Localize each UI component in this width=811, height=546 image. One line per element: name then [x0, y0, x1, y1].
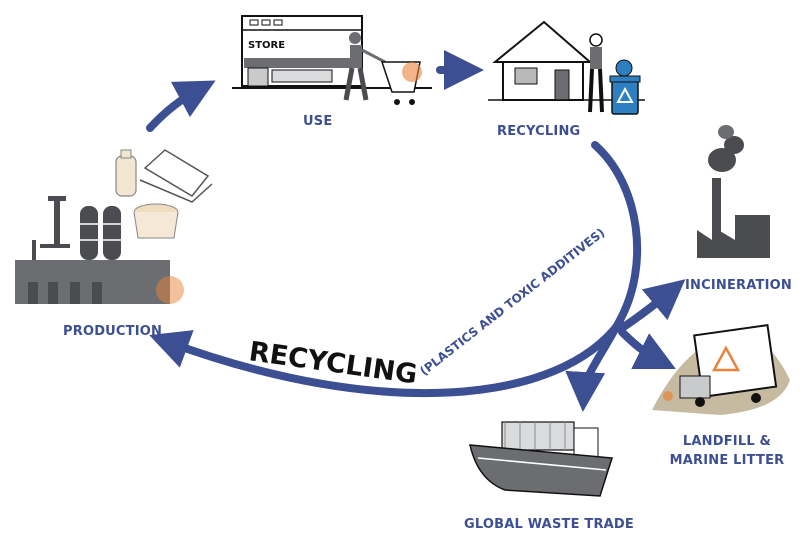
stage-label-global-waste-trade: GLOBAL WASTE TRADE [464, 517, 634, 532]
landfill-label-line2: MARINE LITTER [669, 453, 785, 468]
landfill-truck-icon [652, 324, 790, 415]
arrow-recycling-to-production [149, 318, 624, 398]
arrow-to-landfill [618, 328, 676, 369]
stage-label-use: USE [303, 114, 333, 129]
cargo-ship-icon [469, 421, 613, 497]
stage-label-recycling: RECYCLING [497, 124, 581, 139]
stage-label-incineration: INCINERATION [685, 278, 792, 293]
store-sign: STORE [248, 40, 285, 51]
production-factory-icon [15, 196, 184, 304]
landfill-label-line1: LANDFILL & [682, 434, 772, 449]
main-arc-label: RECYCLING (PLASTICS AND TOXIC ADDITIVES) [247, 225, 607, 390]
arrow-recycling-down [565, 141, 642, 412]
stage-label-production: PRODUCTION [63, 324, 163, 339]
house-recycling-bin-icon [488, 20, 645, 115]
stage-label-landfill: LANDFILL & MARINE LITTER [662, 434, 792, 468]
arrow-production-to-use [146, 80, 216, 132]
plastic-packaging-icon [115, 149, 213, 239]
arrow-to-incineration [618, 279, 686, 332]
store-shopper-icon: STORE [232, 15, 432, 105]
cycle-arrows [146, 50, 686, 412]
incinerator-factory-icon [697, 125, 770, 258]
